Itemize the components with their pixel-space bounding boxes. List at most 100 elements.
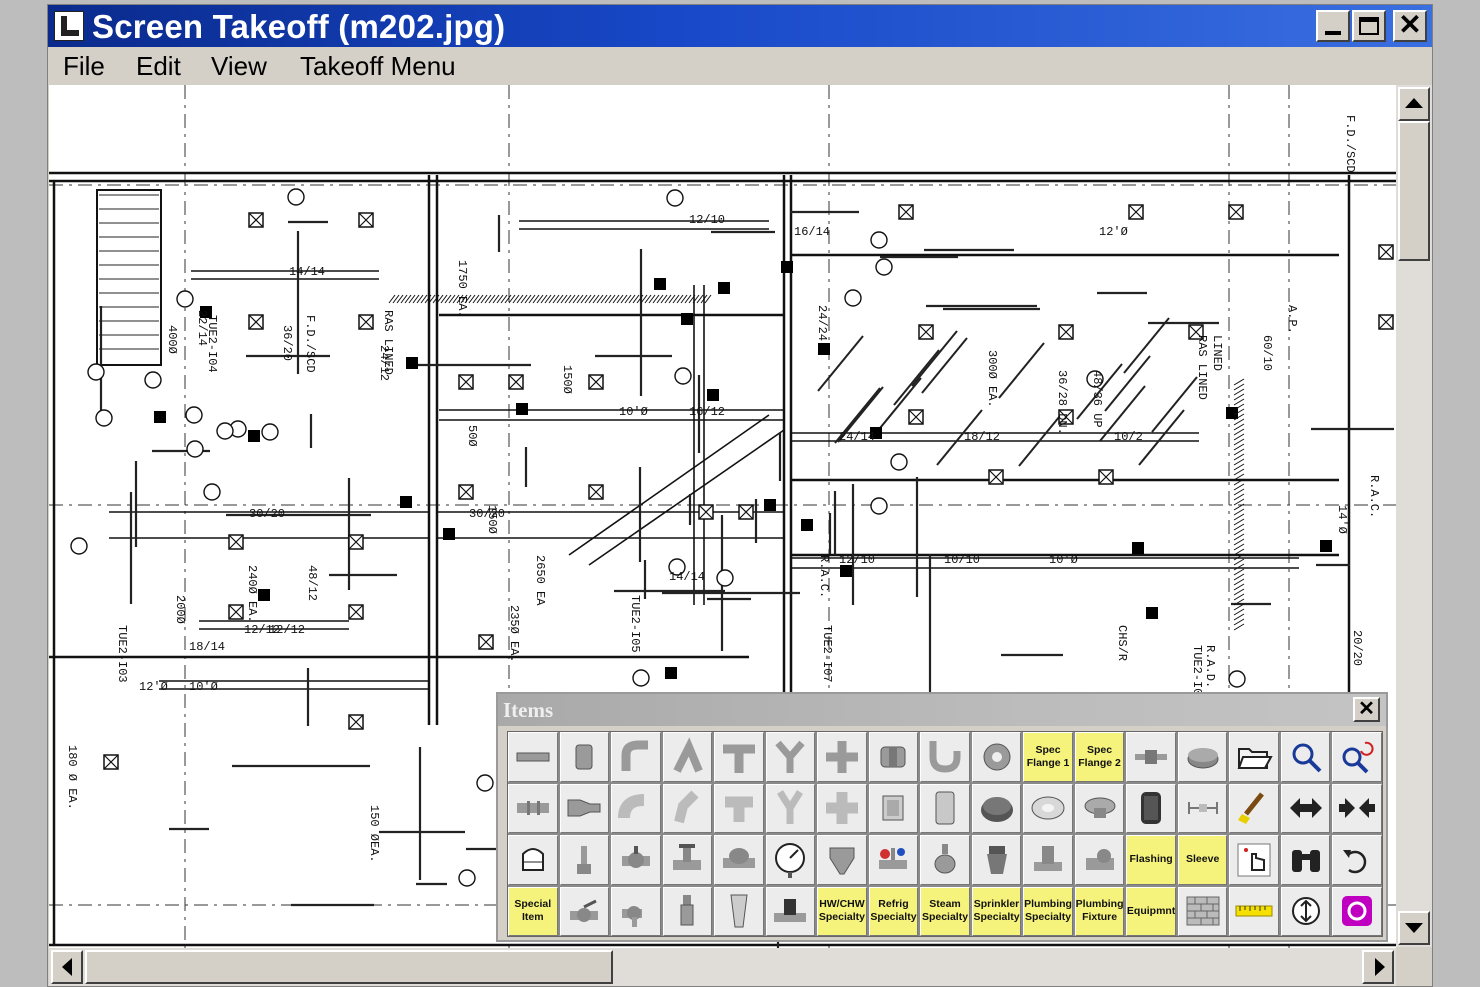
item-button-expand-arrows[interactable]	[1280, 783, 1331, 833]
drawing-label: 2650 EA	[533, 555, 547, 606]
menu-view[interactable]: View	[211, 51, 267, 81]
item-button-wye[interactable]	[765, 732, 816, 782]
items-palette-close-button[interactable]: ✕	[1353, 697, 1380, 722]
damper-symbol	[665, 667, 677, 679]
item-button-refrig-specialty[interactable]: Refrig Specialty	[868, 886, 919, 936]
item-button-spec-flange-2[interactable]: Spec Flange 2	[1074, 732, 1125, 782]
hatch-mark	[1233, 393, 1245, 401]
threaded-rod-icon	[1135, 749, 1168, 764]
item-button-open-folder[interactable]	[1229, 732, 1279, 782]
item-button-threaded-rod[interactable]	[1126, 732, 1176, 782]
item-button-motor-valve[interactable]	[765, 886, 816, 936]
hatch-mark	[464, 294, 472, 304]
item-button-rubber-coupling[interactable]	[1126, 783, 1176, 833]
scroll-up-button[interactable]	[1398, 87, 1430, 121]
item-button-zoom-refresh[interactable]	[1332, 732, 1382, 782]
item-button-paint-brush[interactable]	[1229, 783, 1279, 833]
item-button-sprinkler-specialty[interactable]: Sprinkler Specialty	[971, 886, 1022, 936]
scroll-left-button[interactable]	[51, 950, 83, 984]
title-bar[interactable]: Screen Takeoff (m202.jpg) ✕	[48, 5, 1432, 47]
item-button-p-trap[interactable]	[920, 732, 970, 782]
item-button-bushing[interactable]	[868, 783, 919, 833]
item-button-check-valve[interactable]	[714, 835, 764, 885]
item-button-angle-valve[interactable]	[611, 886, 661, 936]
item-button-sleeve-fitting[interactable]	[920, 783, 970, 833]
item-button-pipe[interactable]	[508, 732, 558, 782]
menu-edit[interactable]: Edit	[136, 51, 181, 81]
menu-file[interactable]: File	[63, 51, 105, 81]
tag-circle	[144, 371, 162, 389]
item-button-elbow-45[interactable]	[662, 732, 713, 782]
horizontal-scroll-thumb[interactable]	[85, 950, 613, 984]
vertical-scrollbar[interactable]	[1396, 85, 1432, 947]
item-button-lantern[interactable]	[508, 835, 558, 885]
item-button-union[interactable]	[868, 732, 919, 782]
hatch-mark	[632, 294, 640, 304]
item-button-special-item[interactable]: Special Item	[508, 886, 558, 936]
item-button-ball-valve-handle[interactable]	[559, 886, 610, 936]
item-button-cross[interactable]	[817, 732, 867, 782]
item-button-elbow-fitting[interactable]	[611, 783, 661, 833]
ball-valve-handle-icon	[570, 899, 599, 923]
item-button-washer[interactable]	[1023, 783, 1073, 833]
item-button-nozzle[interactable]	[714, 886, 764, 936]
scroll-right-button[interactable]	[1362, 950, 1394, 984]
minimize-button[interactable]	[1316, 10, 1350, 42]
menu-takeoff[interactable]: Takeoff Menu	[300, 51, 456, 81]
item-button-pressure-gauge[interactable]	[765, 835, 816, 885]
item-button-measuring-tape[interactable]	[1229, 886, 1279, 936]
item-button-steam-specialty[interactable]: Steam Specialty	[920, 886, 970, 936]
items-palette-title[interactable]: Items	[498, 694, 1386, 726]
item-button-cap[interactable]	[1177, 732, 1228, 782]
item-button-tee-fitting[interactable]	[714, 783, 764, 833]
item-button-zoom[interactable]	[1280, 732, 1331, 782]
horizontal-scrollbar[interactable]	[49, 948, 1396, 986]
item-button-ball-valve[interactable]	[611, 835, 661, 885]
item-button-hw-chw-specialty[interactable]: HW/CHW Specialty	[817, 886, 867, 936]
item-button-equipmnt[interactable]: Equipmnt	[1126, 886, 1176, 936]
item-button-pipe-grooved[interactable]	[508, 783, 558, 833]
item-button-vertical-scroll[interactable]	[1280, 886, 1331, 936]
item-button-butterfly-valve[interactable]	[1074, 835, 1125, 885]
item-button-flashing[interactable]: Flashing	[1126, 835, 1176, 885]
maximize-button[interactable]	[1352, 10, 1386, 42]
item-button-brick-wall[interactable]	[1177, 886, 1228, 936]
hatch-mark	[1233, 463, 1245, 471]
tag-circle	[476, 774, 494, 792]
item-button-backflow[interactable]	[971, 835, 1022, 885]
item-button-coupling[interactable]	[559, 732, 610, 782]
drawing-label: 14/14	[669, 570, 705, 584]
item-button-gate-valve[interactable]	[662, 835, 713, 885]
branch-duct	[1123, 317, 1170, 374]
item-button-wye-fitting[interactable]	[765, 783, 816, 833]
item-button-plumbing-specialty[interactable]: Plumbing Specialty	[1023, 886, 1073, 936]
item-button-hand-cursor[interactable]	[1229, 835, 1279, 885]
item-button-cleanout[interactable]	[971, 732, 1022, 782]
item-button-balancing-valve[interactable]	[868, 835, 919, 885]
item-button-control-valve[interactable]	[1023, 835, 1073, 885]
item-button-globe-valve[interactable]	[920, 835, 970, 885]
item-button-plumbing-fixture[interactable]: Plumbing Fixture	[1074, 886, 1125, 936]
item-button-spec-flange-1[interactable]: Spec Flange 1	[1023, 732, 1073, 782]
hatch-mark	[424, 294, 432, 304]
scroll-down-button[interactable]	[1398, 911, 1430, 945]
item-button-strainer[interactable]	[817, 835, 867, 885]
item-button-binoculars[interactable]	[1280, 835, 1331, 885]
item-button-grate-drain[interactable]	[971, 783, 1022, 833]
item-button-reducer[interactable]	[559, 783, 610, 833]
item-button-target[interactable]	[1332, 886, 1382, 936]
item-button-elbow-45-fitting[interactable]	[662, 783, 713, 833]
item-button-elbow-90[interactable]	[611, 732, 661, 782]
item-button-tee[interactable]	[714, 732, 764, 782]
app-icon[interactable]	[54, 11, 84, 41]
item-button-floor-drain[interactable]	[1074, 783, 1125, 833]
item-button-cross-fitting[interactable]	[817, 783, 867, 833]
item-button-undo[interactable]	[1332, 835, 1382, 885]
item-button-dimension[interactable]	[1177, 783, 1228, 833]
vertical-scroll-thumb[interactable]	[1398, 121, 1430, 261]
item-button-hydrant-valve[interactable]	[662, 886, 713, 936]
item-button-sleeve[interactable]: Sleeve	[1177, 835, 1228, 885]
item-button-valve-stem[interactable]	[559, 835, 610, 885]
close-button[interactable]: ✕	[1393, 10, 1427, 42]
item-button-collapse-arrows[interactable]	[1332, 783, 1382, 833]
